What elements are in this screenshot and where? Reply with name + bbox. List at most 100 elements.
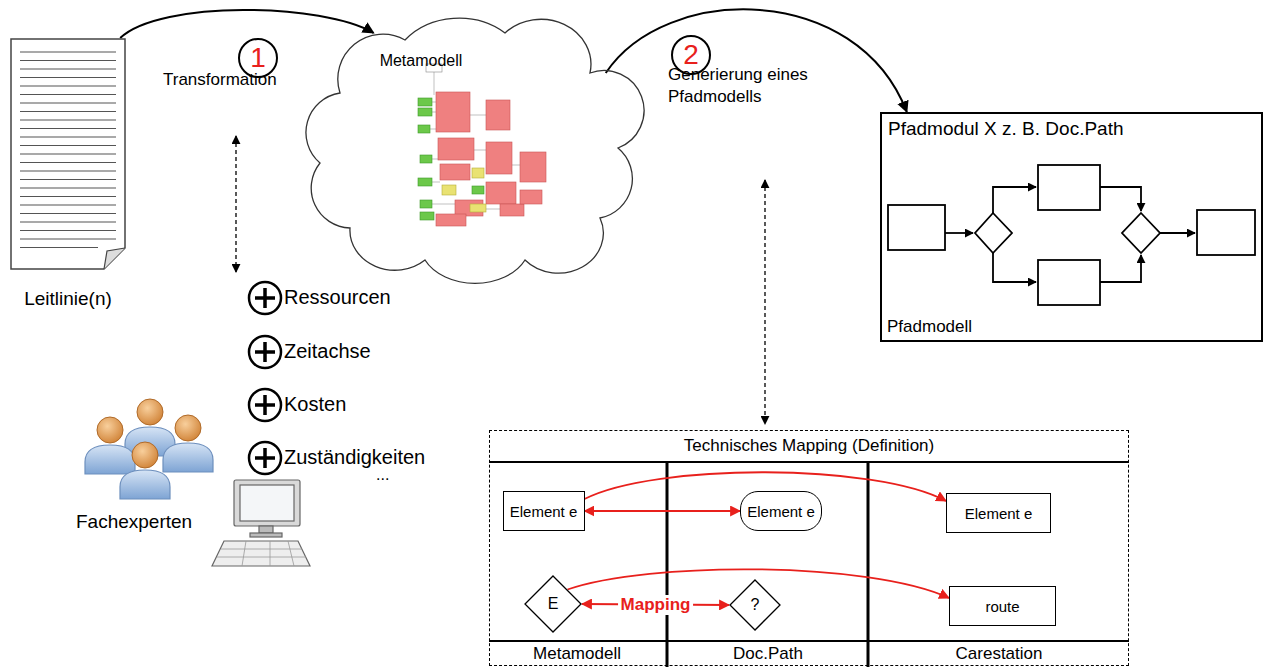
column-label: Doc.Path — [669, 644, 867, 664]
rect-part — [1038, 260, 1100, 305]
plus-icons — [249, 282, 281, 474]
text-line — [20, 128, 116, 129]
path-part — [667, 462, 868, 667]
edge-label: Mapping — [618, 595, 694, 615]
circle-part — [249, 282, 281, 314]
node-text: ? — [751, 596, 760, 614]
decision-diamond — [525, 576, 581, 632]
rect-part — [472, 186, 484, 194]
text-line — [20, 196, 116, 197]
path-part — [489, 640, 1129, 642]
polygon-part — [975, 213, 1012, 253]
miniature-links — [430, 72, 520, 222]
text-line — [20, 145, 116, 146]
node-text: Element e — [510, 503, 578, 520]
rect-part — [486, 100, 510, 130]
connector-arrow — [585, 510, 741, 512]
rect-part — [470, 204, 486, 212]
rect-part — [436, 214, 466, 226]
path-part — [1100, 255, 1141, 282]
path-part — [430, 72, 520, 222]
rect-part — [440, 164, 470, 180]
decision-diamond — [730, 580, 780, 630]
dashed-arrows — [236, 136, 765, 424]
path-part — [217, 541, 306, 566]
mapping-table: Technisches Mapping (Definition) Element … — [489, 430, 1129, 666]
text-line — [20, 94, 116, 95]
text-line — [20, 187, 116, 188]
text-line — [20, 170, 116, 171]
path-part — [945, 232, 973, 234]
mini-green-boxes — [418, 98, 484, 220]
path-part — [235, 136, 236, 272]
path-part — [1100, 187, 1141, 211]
attribute-label: Ressourcen — [284, 286, 391, 309]
node-text: Technisches Mapping (Definition) — [490, 436, 1128, 456]
node-text: Element e — [747, 503, 815, 520]
metamodel-miniature — [418, 64, 546, 226]
text-line — [20, 85, 116, 86]
text-line — [20, 111, 116, 112]
rect-part — [240, 485, 294, 521]
text-line — [20, 162, 116, 163]
use-part — [85, 417, 135, 474]
circle-part — [249, 389, 281, 421]
rect-part — [259, 526, 273, 533]
node-text: Leitlinie(n) — [0, 288, 138, 310]
text-line — [20, 60, 116, 61]
element-box: Element e — [946, 493, 1051, 533]
rect-part — [486, 182, 516, 204]
node-text: Pfadmodell — [887, 317, 972, 337]
attribute-label: Kosten — [284, 393, 346, 416]
rect-part — [438, 138, 474, 160]
polygon-part — [1122, 213, 1160, 253]
element-rounded-box: Element e — [740, 491, 822, 531]
circle-part — [249, 442, 281, 474]
text-line — [20, 119, 116, 120]
route-box: route — [949, 586, 1056, 626]
use-part — [163, 415, 213, 472]
path-part — [764, 180, 765, 424]
mini-red-boxes — [436, 92, 546, 226]
path-model-panel: Pfadmodul X z. B. Doc.PathPfadmodell — [880, 112, 1263, 342]
path-part — [255, 395, 275, 415]
text-line — [20, 68, 116, 69]
column-label: Metamodell — [488, 644, 666, 664]
attribute-label: Zuständigkeiten — [284, 446, 425, 469]
node-text: Element e — [965, 505, 1033, 522]
path-part — [1160, 232, 1195, 234]
rect-part — [250, 533, 282, 537]
rect-part — [418, 98, 432, 106]
computer-icon — [212, 480, 310, 566]
step-label: Transformation — [163, 70, 277, 90]
rect-part — [472, 168, 484, 178]
use-part — [120, 442, 170, 499]
document-icon: Leitlinie(n) — [10, 38, 126, 270]
rect-part — [420, 212, 434, 220]
decision-node: E — [524, 575, 582, 633]
node-text: Metamodell — [361, 52, 481, 70]
node-text: Pfadmodul X z. B. Doc.Path — [888, 118, 1124, 140]
path-part — [993, 253, 1036, 282]
text-line — [20, 179, 116, 180]
text-line — [20, 51, 116, 52]
rect-part — [442, 185, 456, 195]
path-part — [255, 448, 275, 468]
experts-figure — [85, 399, 213, 499]
ellipsis-label: ... — [376, 466, 389, 484]
text-line — [20, 136, 116, 137]
path-part — [993, 187, 1036, 213]
text-line — [20, 102, 116, 103]
rect-part — [436, 92, 470, 132]
attribute-label: Zeitachse — [284, 340, 371, 363]
text-line — [20, 153, 116, 154]
mapping-table-lines — [489, 462, 1129, 667]
rect-part — [418, 178, 432, 186]
node-text: route — [985, 598, 1019, 615]
node-text: 2 — [683, 41, 699, 69]
path-flowchart — [888, 165, 1255, 305]
column-label: Carestation — [870, 644, 1128, 664]
rect-part — [420, 200, 432, 208]
